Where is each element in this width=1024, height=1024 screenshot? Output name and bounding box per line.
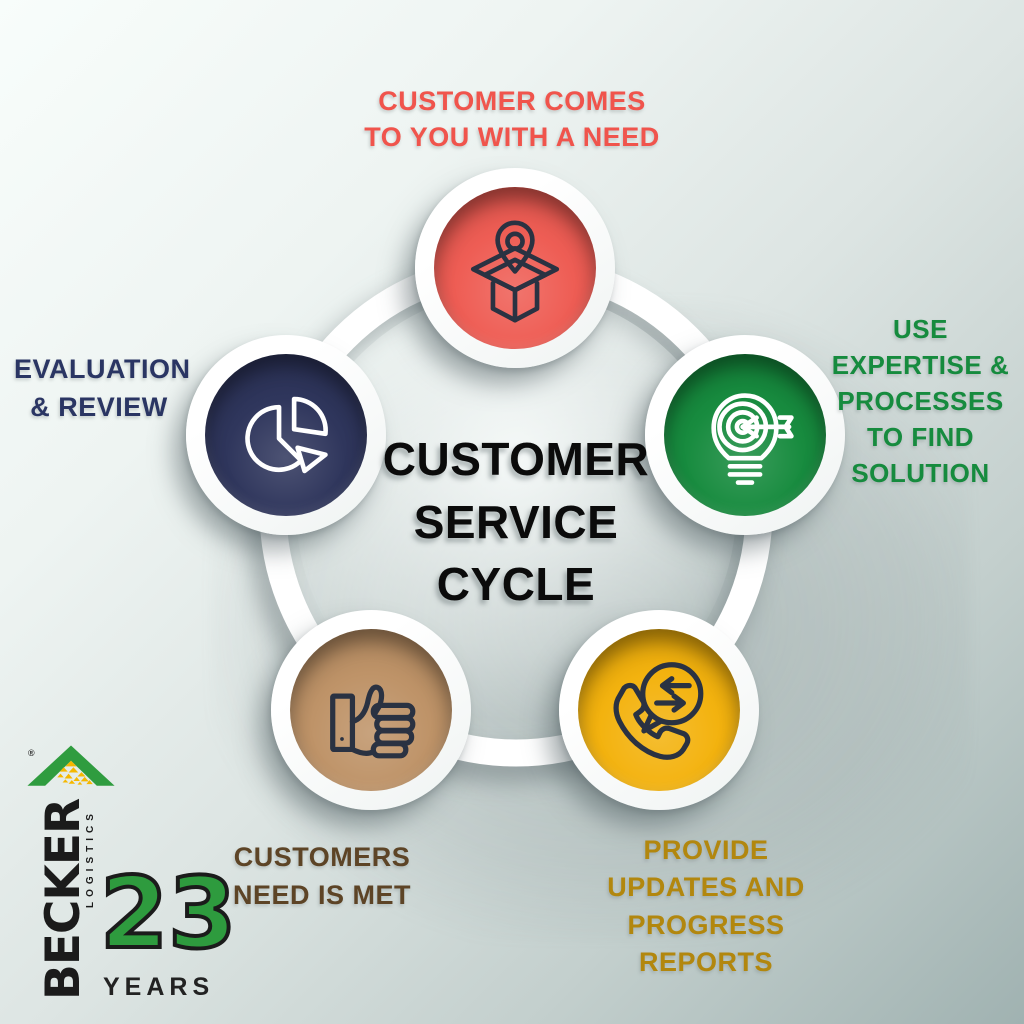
node-circle-expertise-solution — [664, 354, 826, 516]
node-circle-need-met — [290, 629, 452, 791]
node-need-met — [271, 610, 471, 810]
label-provide-updates: PROVIDE UPDATES AND PROGRESS REPORTS — [607, 835, 805, 977]
label-expertise-solution: USE EXPERTISE & PROCESSES TO FIND SOLUTI… — [831, 314, 1010, 488]
node-expertise-solution — [645, 335, 845, 535]
years-label: YEARS — [103, 973, 215, 1001]
node-customer-need — [415, 168, 615, 368]
label-need-met: CUSTOMERS NEED IS MET — [232, 842, 412, 911]
node-circle-customer-need — [434, 187, 596, 349]
node-provide-updates — [559, 610, 759, 810]
label-evaluation-review: EVALUATION & REVIEW — [14, 354, 191, 423]
thumbs-up-icon — [330, 684, 416, 759]
phone-message-arrows-icon — [613, 662, 704, 760]
node-circle-provide-updates — [578, 629, 740, 791]
box-location-pin-icon — [470, 220, 560, 323]
label-customer-need: CUSTOMER COMES TO YOU WITH A NEED — [364, 86, 660, 152]
page-title: CUSTOMER SERVICE CYCLE — [382, 433, 650, 611]
becker-roof-icon — [27, 745, 115, 786]
brand-subname: LOGISTICS — [85, 809, 96, 908]
brand-name: BECKER — [36, 798, 91, 1000]
becker-logistics-logo: ® BECKER LOGISTICS 23 YEARS — [0, 730, 238, 1024]
years-number: 23 — [98, 857, 238, 971]
node-evaluation-review — [186, 335, 386, 535]
pie-chart-icon — [245, 396, 328, 474]
lightbulb-target-arrow-icon — [711, 393, 794, 485]
node-circle-evaluation-review — [205, 354, 367, 516]
registered-trademark: ® — [28, 748, 35, 758]
